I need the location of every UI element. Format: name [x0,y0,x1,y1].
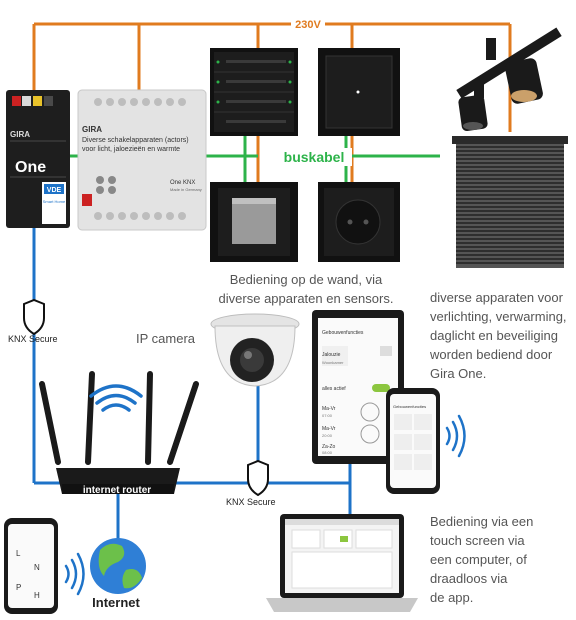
wifi-icon [89,384,143,412]
blind-slat [456,238,564,240]
blind-slat [456,250,564,252]
touch-panel-state: alles actief [322,386,346,392]
smartphone-right [386,388,440,494]
touch-panel [312,310,404,464]
knx-secure-label-left: KNX Secure [8,334,58,344]
blind-slat [456,206,564,208]
knx-secure-label-mid: KNX Secure [226,497,276,507]
right-caption-line-3: daglicht en beveiliging [430,328,558,343]
touch-panel-row-3-time: 08:00 [322,450,333,455]
touch-panel-row-2-time: 20:00 [322,433,333,438]
bottom-caption-line-2: touch screen via [430,533,525,548]
router-label: internet router [83,485,151,496]
touch-panel-room-sub: Woonkamer [322,360,344,365]
blind-slat [456,246,564,248]
power-label-bg [291,16,325,31]
right-caption: diverse apparaten voor verlichting, verw… [430,288,574,383]
blind-slat [456,154,564,156]
blind-slat [456,258,564,260]
blind-slat [456,198,564,200]
vde-badge-sub: Smart Home [43,199,66,204]
actuator-device [77,89,207,231]
touch-panel-header: Gebouwenfuncties [322,330,364,336]
wireless-icon [445,414,466,458]
blind-slat [456,194,564,196]
power-socket [318,182,400,262]
server-brand: GIRA [10,130,30,139]
bottom-caption: Bediening via een touch screen via een c… [430,512,570,607]
touch-panel-row-2-days: Ma-Vr [322,426,336,432]
shield-icon [247,459,269,497]
touch-panel-room: Jalouzie [322,352,341,358]
blind-slat [456,218,564,220]
server-name: One [15,159,46,176]
blind-slat [456,226,564,228]
phone-right-header: Gebouwenfuncties [393,404,426,409]
blind-slat [456,186,564,188]
blind-slat [456,214,564,216]
actuator-footer-sub: Made in Germany [170,187,202,192]
actuator-line1: Diverse schakelapparaten (actors) [82,137,189,144]
wall-caption-line-2: diverse apparaten en sensors. [218,291,394,306]
bus-label-bg [276,148,352,166]
blind-slat [456,230,564,232]
ip-camera-label: IP camera [136,331,196,346]
right-caption-line-2: verlichting, verwarming, [430,309,567,324]
blind-slat [456,158,564,160]
power-label: 230V [295,19,321,31]
blind-slat [456,166,564,168]
actuator-brand: GIRA [82,125,102,134]
blind-slat [456,190,564,192]
blind-slat [456,170,564,172]
blind-slat [456,202,564,204]
gira-one-server: VDE Smart Home [6,90,70,228]
bottom-caption-line-3: een computer, of [430,552,527,567]
blind-slat [456,146,564,148]
wireless-icon [64,552,85,596]
touch-panel-row-3-days: Za-Zo [322,444,336,450]
right-caption-line-4: worden bediend door [430,347,553,362]
phone-left-letter-1: L [16,549,21,558]
touch-panel-row-1-time: 07:00 [322,413,333,418]
bottom-caption-line-4: draadloos via [430,571,508,586]
right-caption-line-5: Gira One. [430,366,487,381]
blind-slat [456,174,564,176]
smartphone-left [4,518,58,614]
vde-badge: VDE [47,187,62,194]
bottom-caption-line-1: Bediening via een [430,514,534,529]
laptop [266,514,418,612]
blind-slats [456,146,564,264]
actuator-line2: voor licht, jaloezieën en warmte [82,146,180,153]
wall-caption-line-1: Bediening op de wand, via [229,272,383,287]
blind-slat [456,254,564,256]
blind-slat [456,178,564,180]
internet-label: Internet [92,595,140,610]
ceiling-spotlights [456,27,562,131]
wall-caption: Bediening op de wand, via diverse appara… [206,270,406,308]
bottom-caption-line-5: de app. [430,590,474,605]
ip-camera [210,313,300,387]
phone-left-letter-3: P [16,583,21,592]
single-push-switch [318,48,400,136]
blind-slat [456,150,564,152]
blind-slat [456,262,564,264]
bus-label: buskabel [284,149,345,165]
phone-left-letter-2: N [34,563,40,572]
globe-icon [90,538,146,594]
rocker-switch [210,182,298,262]
touch-panel-row-1-days: Ma-Vr [322,406,336,412]
blind-slat [456,182,564,184]
shield-icon [23,298,45,336]
blind-slat [456,222,564,224]
actuator-footer: One KNX [170,180,195,186]
right-caption-line-1: diverse apparaten voor [430,290,563,305]
internet-router [39,371,199,494]
blind-slat [456,234,564,236]
blind-slat [456,242,564,244]
phone-left-letter-4: H [34,591,40,600]
blind-slat [456,162,564,164]
multi-button-switch [210,48,298,136]
blind-slat [456,210,564,212]
